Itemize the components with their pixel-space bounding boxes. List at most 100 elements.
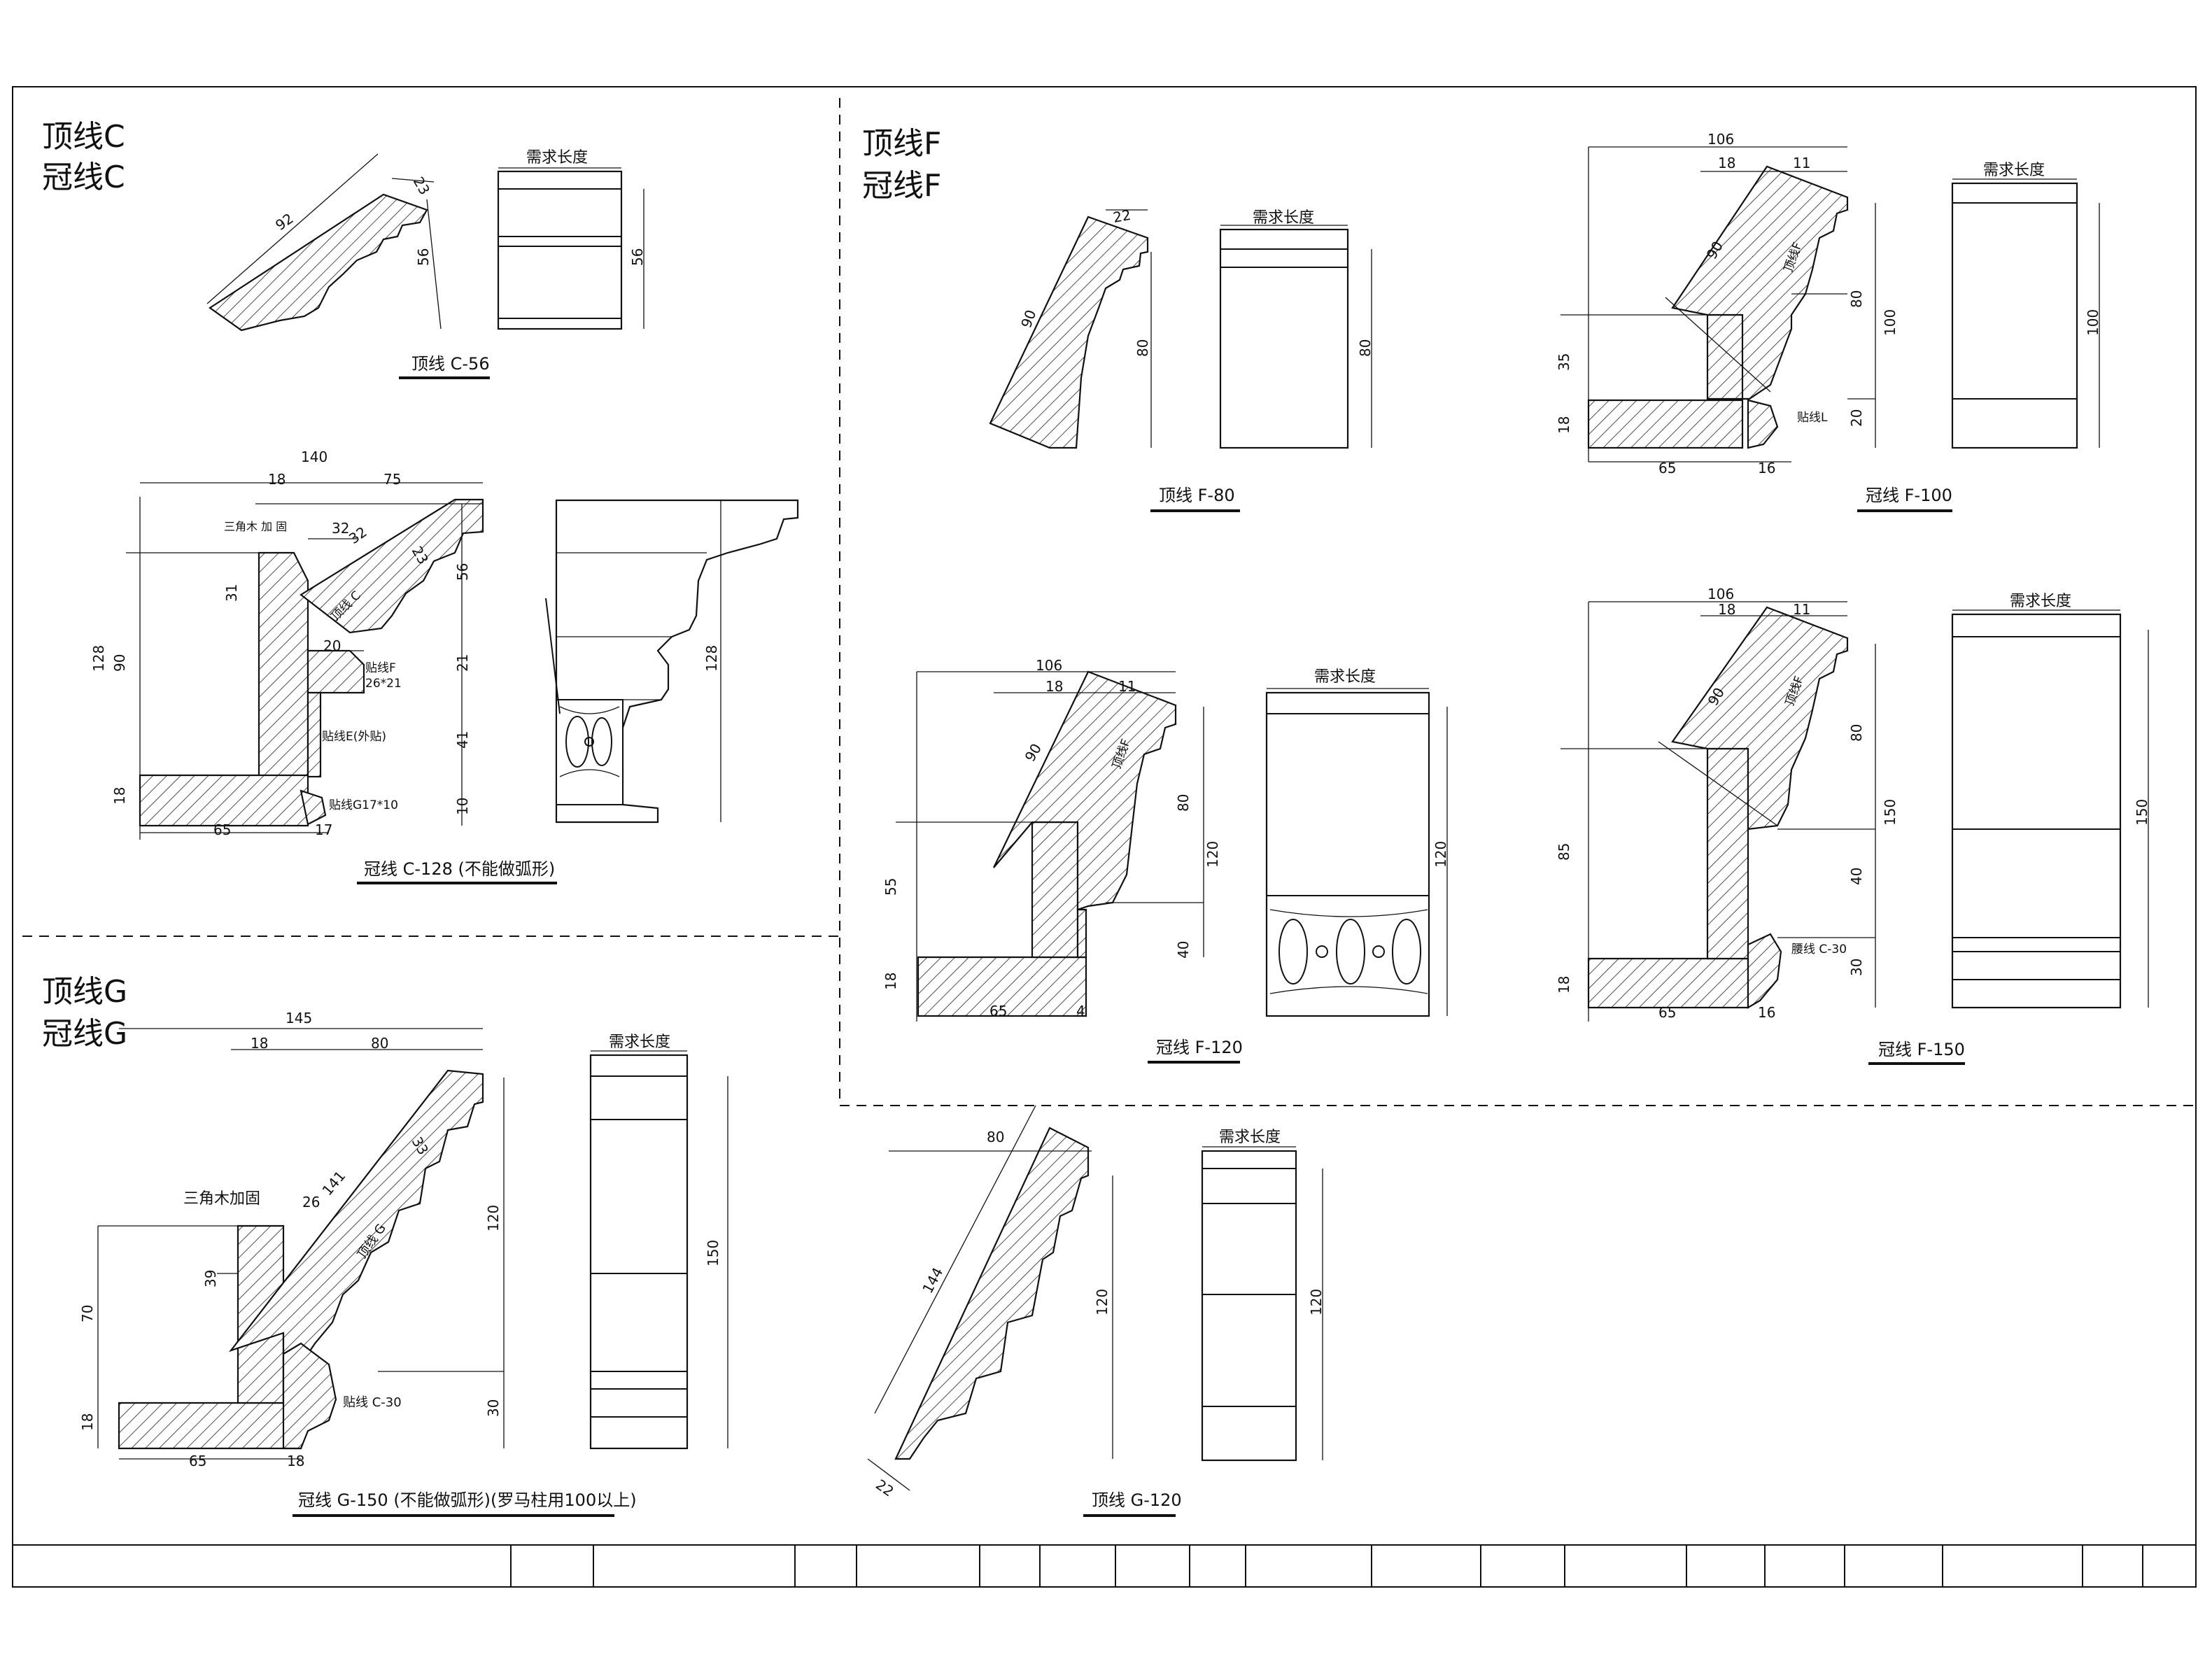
length-box-g120: 需求长度 120 — [1201, 1129, 1325, 1462]
length-label: 需求长度 — [1253, 209, 1314, 227]
dim: 120 — [1432, 841, 1449, 868]
dim: 22 — [873, 1476, 897, 1499]
dim: 150 — [1882, 799, 1898, 826]
dim: 11 — [1793, 155, 1810, 171]
note-tiexian-g: 贴线G17*10 — [329, 798, 398, 812]
dim: 31 — [223, 584, 240, 602]
dim: 106 — [1707, 586, 1734, 602]
profile-g150: 145 18 80 141 33 26 39 70 120 150 30 18 … — [79, 1010, 721, 1469]
dim: 20 — [323, 637, 341, 654]
dim: 150 — [2134, 799, 2150, 826]
dim: 92 — [272, 210, 297, 234]
dim: 56 — [454, 563, 471, 581]
dim: 145 — [286, 1010, 312, 1026]
dim: 23 — [410, 174, 434, 198]
ornament-c128 — [556, 699, 624, 805]
dim: 65 — [213, 821, 231, 838]
dim: 18 — [79, 1413, 96, 1431]
dim: 75 — [383, 471, 401, 488]
dim: 80 — [1848, 724, 1865, 742]
length-box-c56: 需求长度 56 — [497, 149, 646, 330]
dim: 85 — [1556, 843, 1572, 861]
heading-ding-g: 顶线G — [42, 974, 127, 1010]
dim: 40 — [1175, 941, 1192, 959]
dim: 80 — [1848, 290, 1865, 308]
dim: 16 — [1758, 1004, 1775, 1021]
length-label: 需求长度 — [1314, 668, 1376, 686]
dim: 11 — [1118, 678, 1136, 695]
dim: 22 — [1112, 206, 1132, 226]
profile-f80: 22 90 80 — [989, 206, 1152, 449]
dim: 80 — [371, 1035, 388, 1052]
caption-f120: 冠线 F-120 — [1156, 1038, 1243, 1057]
length-box-f150: 需求长度 150 — [1951, 593, 2150, 1009]
profile-g120: 80 144 120 22 — [867, 1105, 1113, 1500]
dim: 128 — [90, 645, 107, 672]
caption-f80: 顶线 F-80 — [1159, 486, 1235, 505]
heading-guan-g: 冠线G — [42, 1016, 127, 1052]
ornament-f120 — [1269, 909, 1428, 994]
dim: 150 — [705, 1240, 721, 1266]
dim: 18 — [111, 787, 128, 805]
caption-g150: 冠线 G-150 (不能做弧形)(罗马柱用100以上) — [298, 1490, 637, 1510]
dim: 18 — [268, 471, 286, 488]
dim: 18 — [1045, 678, 1063, 695]
heading-guan-f: 冠线F — [862, 168, 941, 204]
dim: 65 — [189, 1453, 206, 1469]
dim: 26 — [302, 1194, 320, 1210]
dim: 40 — [1848, 868, 1865, 885]
dim: 106 — [1036, 657, 1062, 674]
length-label: 需求长度 — [2010, 593, 2071, 610]
dim: 120 — [1308, 1289, 1325, 1315]
note-yaoxian-c30: 腰线 C-30 — [1791, 943, 1847, 957]
length-box-f120: 需求长度 120 — [1265, 668, 1449, 1017]
dim: 18 — [1718, 155, 1735, 171]
dim: 21 — [454, 654, 471, 672]
dim: 41 — [454, 731, 471, 749]
dim: 140 — [301, 449, 327, 465]
dim: 80 — [1175, 794, 1192, 812]
note-tiexian-l: 贴线L — [1797, 411, 1828, 425]
length-label: 需求长度 — [1983, 162, 2045, 179]
dim: 80 — [1134, 339, 1151, 357]
dim: 90 — [1022, 740, 1045, 764]
dim: 18 — [1556, 976, 1572, 994]
dim: 56 — [415, 248, 432, 266]
dim: 100 — [2085, 309, 2101, 336]
length-label: 需求长度 — [526, 149, 588, 167]
profile-c128: 140 18 75 32 32 23 31 20 90 128 56 21 41… — [90, 449, 484, 840]
note-tiexian-c30: 贴线 C-30 — [343, 1395, 402, 1410]
dim: 90 — [111, 654, 128, 672]
dim: 18 — [1556, 416, 1572, 434]
dim: 18 — [251, 1035, 268, 1052]
dim: 10 — [454, 798, 471, 815]
dim: 18 — [287, 1453, 304, 1469]
dim: 144 — [919, 1264, 946, 1296]
dim: 56 — [629, 248, 646, 266]
dim: 39 — [202, 1270, 219, 1287]
caption-c128: 冠线 C-128 (不能做弧形) — [364, 859, 555, 879]
dim: 120 — [485, 1205, 502, 1231]
caption-c56: 顶线 C-56 — [411, 354, 490, 374]
dim: 55 — [882, 878, 899, 896]
dim: 30 — [1848, 959, 1865, 976]
note-tiexian-f: 贴线F — [365, 661, 396, 675]
caption-f100: 冠线 F-100 — [1866, 486, 1952, 505]
caption-f150: 冠线 F-150 — [1878, 1040, 1965, 1059]
length-label: 需求长度 — [609, 1033, 670, 1051]
dim: 32 — [332, 520, 349, 537]
dim: 65 — [1658, 1004, 1676, 1021]
dim: 80 — [987, 1129, 1004, 1145]
dim: 16 — [1758, 460, 1775, 477]
length-box-f100: 需求长度 100 — [1951, 162, 2101, 449]
note-tri-c: 三角木 加 固 — [224, 520, 287, 533]
dim: 18 — [1718, 601, 1735, 618]
dim: 106 — [1707, 131, 1734, 148]
dim: 100 — [1882, 309, 1898, 336]
dim: 120 — [1094, 1289, 1111, 1315]
note-tiexian-e: 贴线E(外贴) — [322, 730, 386, 744]
heading-ding-f: 顶线F — [862, 126, 941, 162]
dim: 141 — [318, 1168, 348, 1199]
dim: 70 — [79, 1305, 96, 1322]
